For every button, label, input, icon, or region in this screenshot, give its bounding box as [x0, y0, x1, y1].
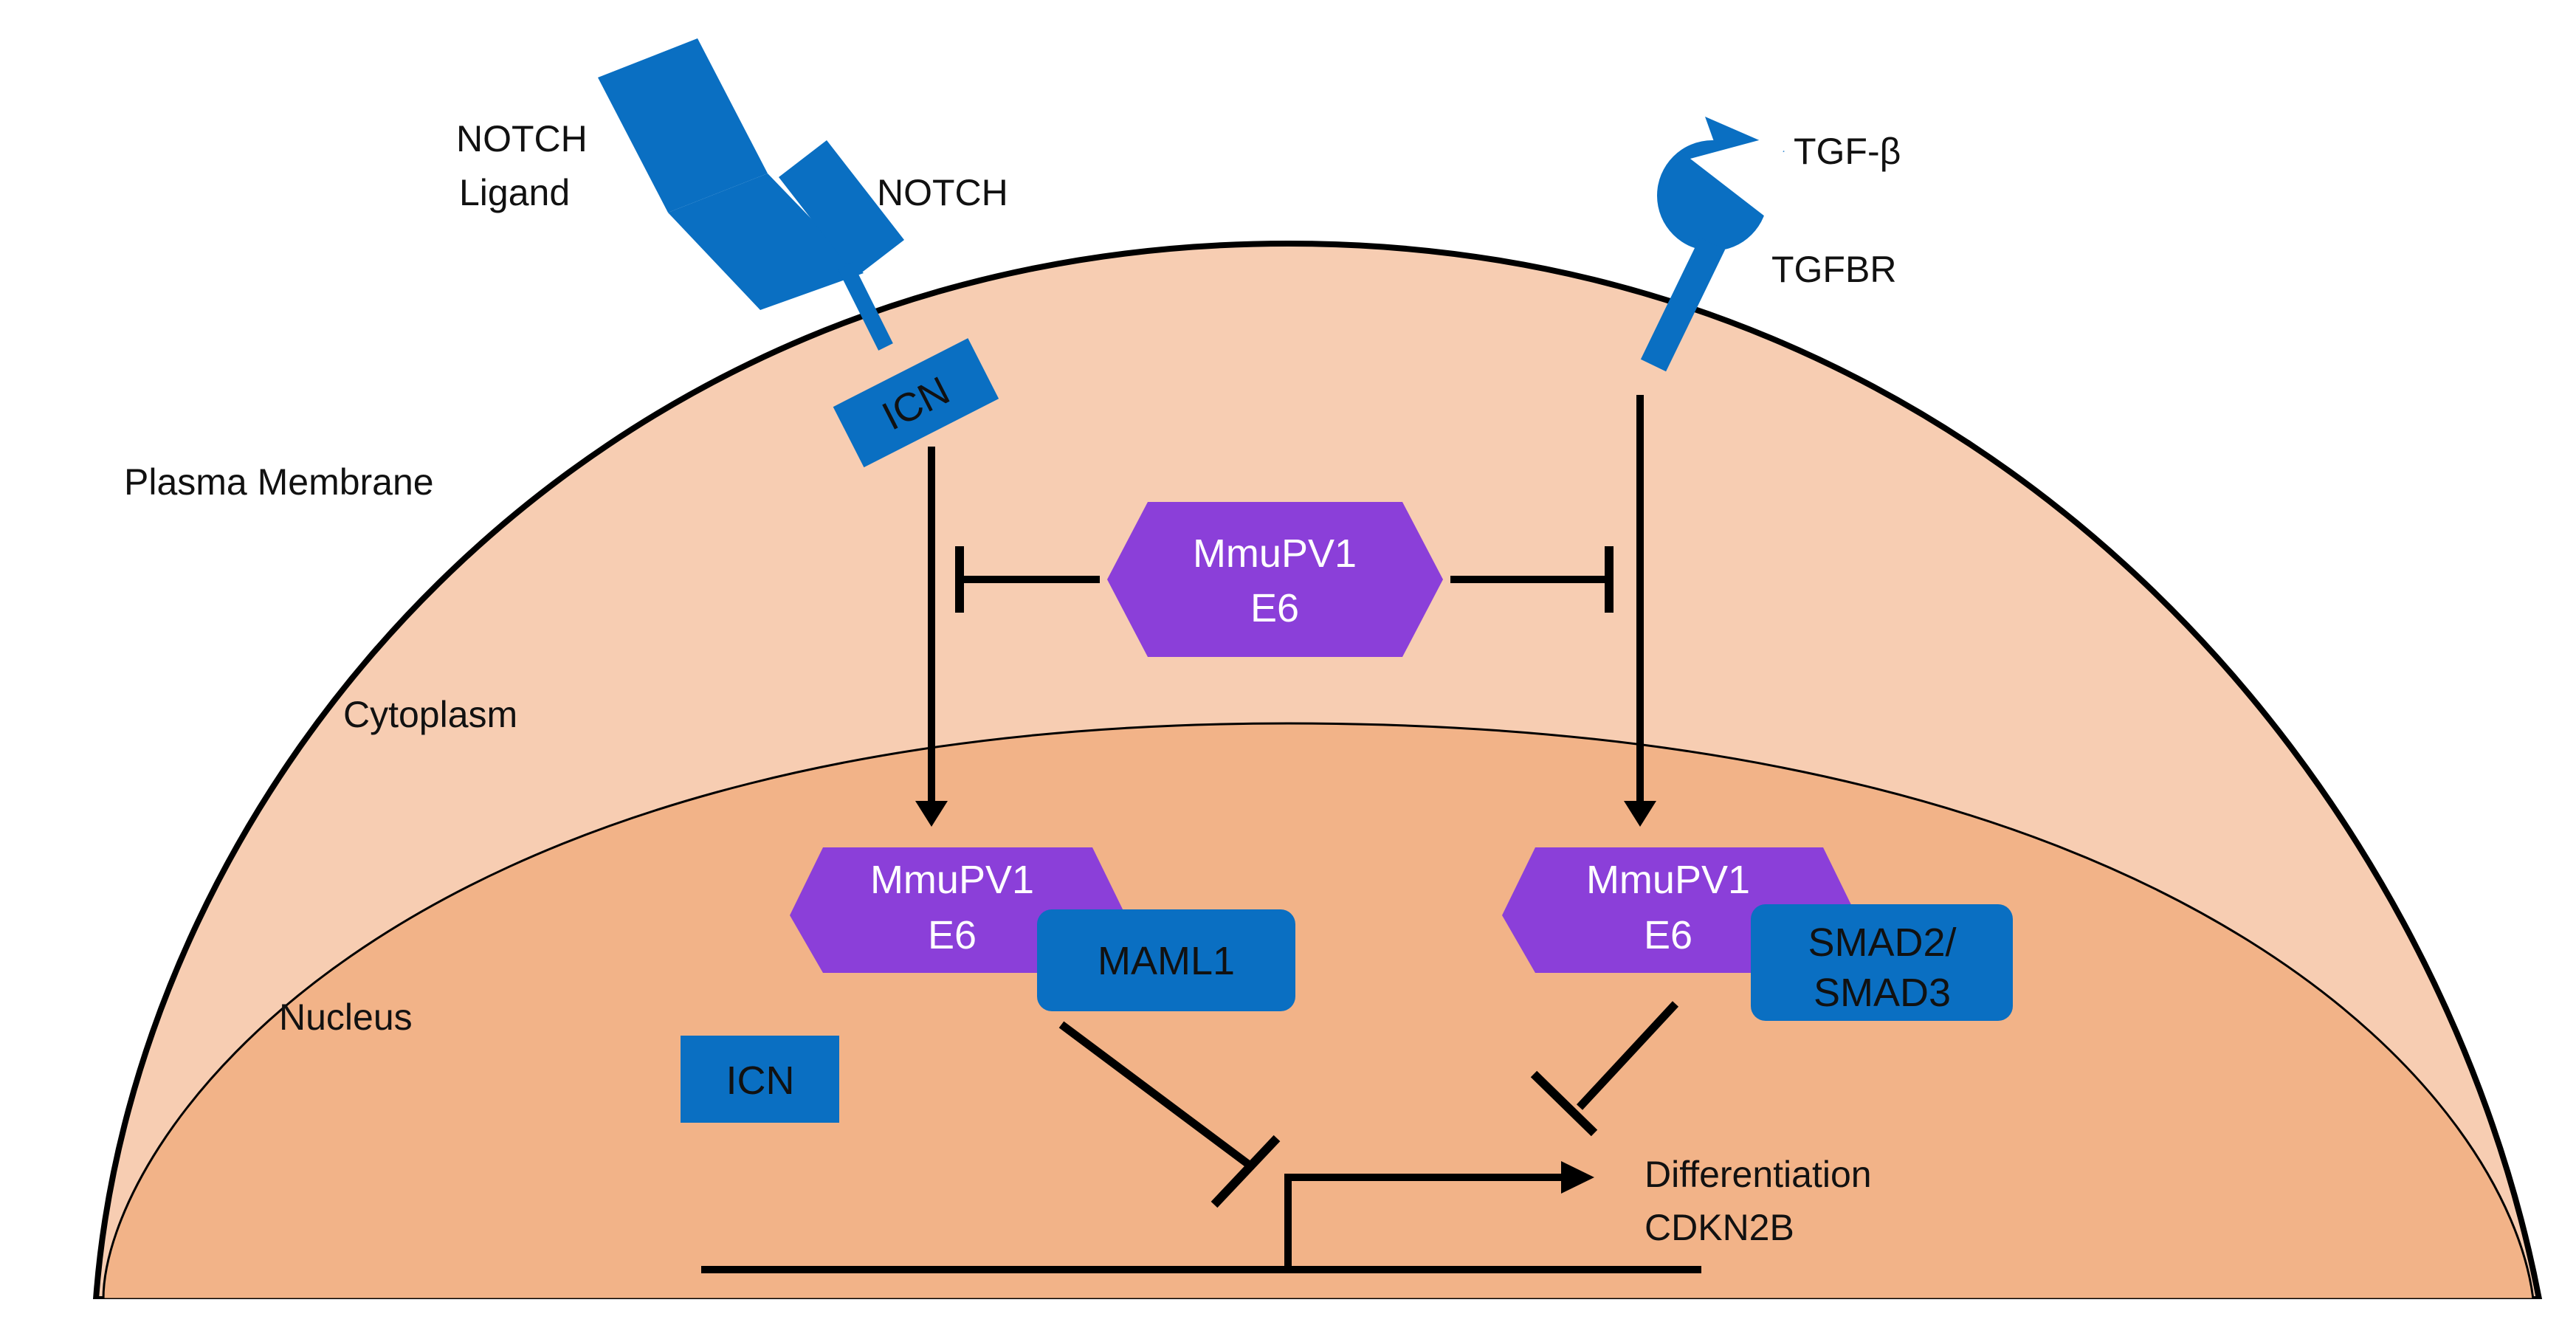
e6-tgfb-label-2: E6 [1644, 913, 1692, 957]
notch-ligand-shape [598, 38, 864, 310]
smad-label-1: SMAD2/ [1808, 920, 1956, 965]
plasma-membrane-label: Plasma Membrane [124, 461, 434, 503]
e6-notch-label-1: MmuPV1 [870, 858, 1034, 902]
inhibition-right-icon [1450, 546, 1614, 613]
tgfb-arrow-icon [1624, 395, 1656, 827]
cell-nucleus [102, 722, 2535, 1301]
notch-arrow-icon [915, 447, 948, 827]
inhibition-maml1-icon [1058, 1021, 1281, 1208]
maml1-label: MAML1 [1098, 939, 1235, 983]
icn-nucleus-box: ICN [681, 1036, 839, 1123]
notch-receptor-shape [779, 140, 904, 351]
e6-notch-label-2: E6 [928, 913, 977, 957]
e6-smad-complex: MmuPV1 E6 SMAD2/ SMAD3 [1502, 847, 2013, 1021]
e6-cyto-label-1: MmuPV1 [1193, 531, 1357, 576]
tgfbr-label: TGFBR [1771, 249, 1896, 290]
inhibition-smad-icon [1530, 1001, 1679, 1137]
notch-ligand-label-2: Ligand [459, 172, 570, 213]
notch-ligand-label: NOTCH [456, 118, 588, 159]
icn-nucleus-label: ICN [726, 1059, 795, 1103]
e6-tgfb-label-1: MmuPV1 [1586, 858, 1750, 902]
e6-cytoplasm-hexagon: MmuPV1 E6 [1107, 502, 1443, 657]
nucleus-label: Nucleus [279, 996, 413, 1038]
tgfbr-receptor-shape [1640, 133, 1786, 372]
output-label-2: CDKN2B [1645, 1207, 1794, 1248]
cytoplasm-label: Cytoplasm [343, 694, 517, 735]
smad-label-2: SMAD3 [1814, 971, 1951, 1015]
tgfb-label: TGF-β [1794, 131, 1901, 172]
notch-label: NOTCH [877, 172, 1008, 213]
gene-promoter [701, 1161, 1701, 1273]
inhibition-left-icon [955, 546, 1100, 613]
output-label-1: Differentiation [1645, 1154, 1872, 1195]
e6-maml1-complex: MmuPV1 E6 MAML1 [790, 847, 1295, 1011]
e6-cyto-label-2: E6 [1250, 586, 1299, 630]
